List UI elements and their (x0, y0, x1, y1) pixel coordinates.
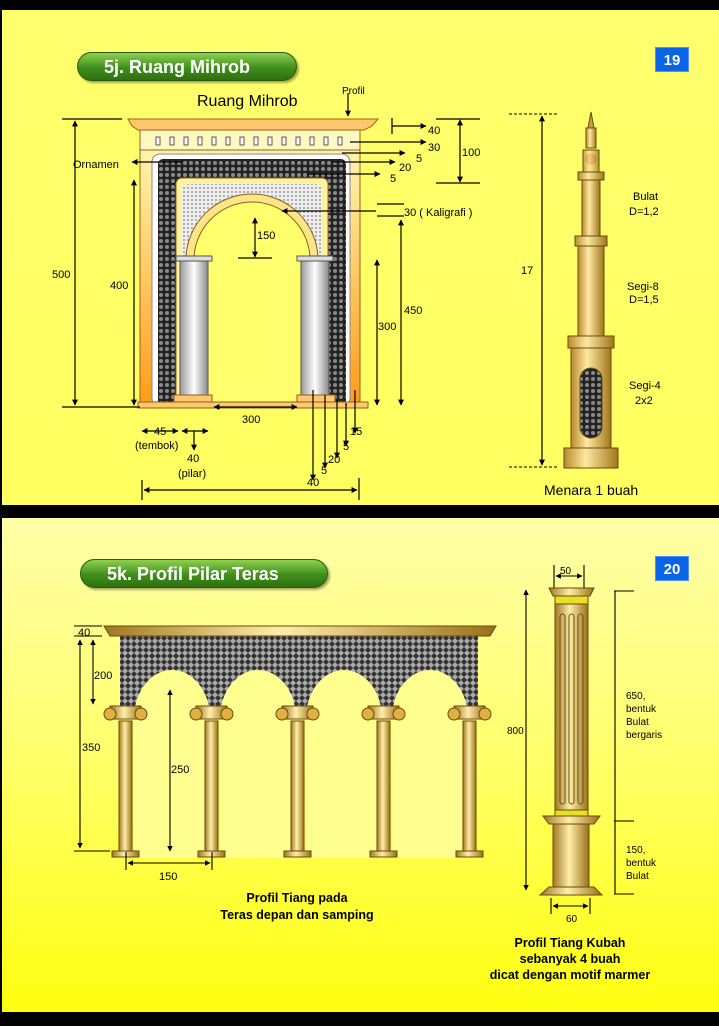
dim-label: 20 (328, 454, 341, 466)
dim-label: 5 (321, 465, 328, 477)
dim-label: 60 (566, 914, 578, 925)
dentils (155, 136, 343, 146)
dim-label: (pilar) (178, 468, 207, 480)
dim-label: 45 (154, 426, 167, 438)
minaret-label: D=1,5 (629, 294, 659, 306)
dimension-lines (74, 565, 634, 914)
kubah-column (538, 587, 604, 896)
arch-opening (193, 201, 311, 407)
column-note: bergaris (626, 730, 663, 741)
column-note: Bulat (626, 717, 649, 728)
column-caption-line3: dicat dengan motif marmer (489, 968, 651, 982)
dim-label: 300 (242, 414, 261, 426)
dim-label: 5 (343, 441, 350, 453)
dim-label: 200 (94, 670, 113, 682)
minaret-label: Segi-8 (627, 281, 659, 293)
dim-label: 350 (82, 742, 101, 754)
dim-label: Profil (342, 86, 365, 97)
dim-label: 40 (78, 627, 91, 639)
dim-label: (tembok) (135, 440, 179, 452)
teras-caption-line1: Profil Tiang pada (246, 891, 348, 905)
minaret-drawing (509, 111, 619, 469)
slide-profil-pilar-teras: 5k. Profil Pilar Teras 20 40 200 350 250… (2, 518, 719, 1012)
drawing-title: Ruang Mihrob (197, 93, 298, 110)
ornamen-label: Ornamen (73, 159, 119, 171)
pilar-drawing (74, 565, 634, 914)
section-title-pill: 5k. Profil Pilar Teras (80, 559, 328, 588)
column-caption-line1: Profil Tiang Kubah (514, 936, 626, 950)
dimension-lines (62, 93, 480, 500)
dim-label: 15 (350, 426, 363, 438)
page-number-badge: 19 (655, 47, 689, 72)
cornice-profile (127, 118, 380, 131)
dim-label: 5 (416, 153, 423, 165)
column-note: Bulat (626, 871, 649, 882)
column-note: 650, (626, 691, 646, 702)
minaret-label: Segi-4 (629, 380, 661, 392)
column-caption-line2: sebanyak 4 buah (519, 952, 621, 966)
dim-label: 30 (428, 142, 441, 154)
mihrab-drawing (62, 93, 619, 500)
dim-label: 40 (307, 477, 320, 489)
right-pillar (296, 255, 336, 407)
dim-label: 40 (428, 125, 441, 137)
dim-label: 150 (257, 230, 276, 242)
dim-label: 300 (378, 321, 397, 333)
minaret-label: 17 (521, 265, 534, 277)
dim-label: 800 (507, 726, 524, 737)
dim-label: 40 (187, 453, 200, 465)
minaret-label: D=1,2 (629, 206, 659, 218)
beam (103, 625, 497, 637)
slide-ruang-mihrob: 5j. Ruang Mihrob 19 Ruang Mihrob Profil … (2, 10, 719, 505)
dim-label: 150 (159, 871, 178, 883)
dim-label: 50 (560, 566, 572, 577)
dim-label: 250 (171, 764, 190, 776)
minaret-caption: Menara 1 buah (544, 482, 639, 498)
column-note: bentuk (626, 858, 657, 869)
left-pillar (173, 255, 213, 407)
dim-label: 20 (399, 162, 412, 174)
kaligrafi-label: 30 ( Kaligrafi ) (404, 207, 473, 219)
minaret-label: Bulat (633, 191, 659, 203)
dim-label: 100 (462, 147, 481, 159)
teras-caption-line2: Teras depan dan samping (220, 908, 374, 922)
dim-label: 450 (404, 305, 423, 317)
column-note: bentuk (626, 704, 657, 715)
section-title-pill: 5j. Ruang Mihrob (77, 52, 297, 81)
page-number-badge: 20 (655, 556, 689, 581)
minaret-label: 2x2 (635, 395, 653, 407)
arcade-lattice (120, 636, 478, 713)
teras-columns (103, 705, 492, 858)
dim-label: 5 (390, 173, 397, 185)
column-note: 150, (626, 845, 646, 856)
dim-label: 400 (110, 280, 129, 292)
dim-label: 500 (52, 269, 71, 281)
